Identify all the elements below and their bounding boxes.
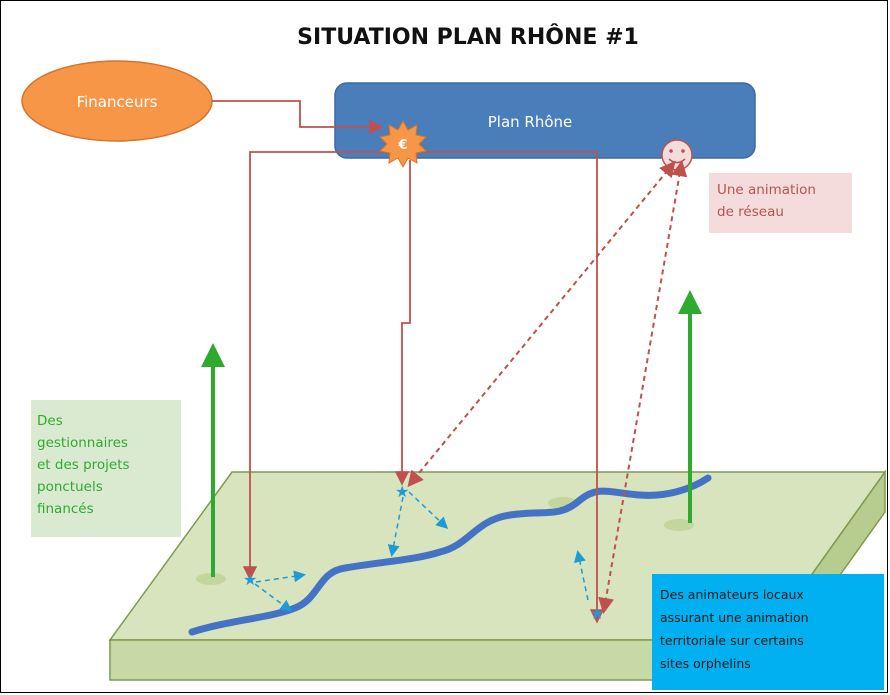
network-link-right <box>598 160 688 614</box>
funding-line-left <box>242 151 387 581</box>
local-animators-label: Des animateurs locaux assurant une anima… <box>652 574 884 690</box>
euro-symbol: € <box>397 138 407 153</box>
plan-rhone-label: Plan Rhône <box>488 113 573 131</box>
network-link-mid <box>407 160 676 488</box>
funding-line-financeurs <box>212 100 384 135</box>
local-site-left: ★ <box>243 570 306 612</box>
star-icon: ★ <box>243 570 257 589</box>
plan-rhone-node: Plan Rhône <box>334 82 756 159</box>
local-site-right: ★ <box>574 550 604 623</box>
funding-line-mid <box>394 160 411 486</box>
network-animation-label: Une animation de réseau <box>709 173 852 233</box>
smiley-icon <box>661 139 693 171</box>
local-site-mid: ★ <box>387 482 449 557</box>
financeurs-label: Financeurs <box>77 93 158 111</box>
financeurs-node: Financeurs <box>21 60 213 142</box>
page-title: SITUATION PLAN RHÔNE #1 <box>297 24 639 50</box>
site-oval-left <box>196 573 226 585</box>
managers-label: Des gestionnaires et des projets ponctue… <box>31 400 181 537</box>
star-icon: ★ <box>590 604 604 623</box>
star-icon: ★ <box>395 482 409 501</box>
euro-burst-icon: € <box>378 119 428 169</box>
